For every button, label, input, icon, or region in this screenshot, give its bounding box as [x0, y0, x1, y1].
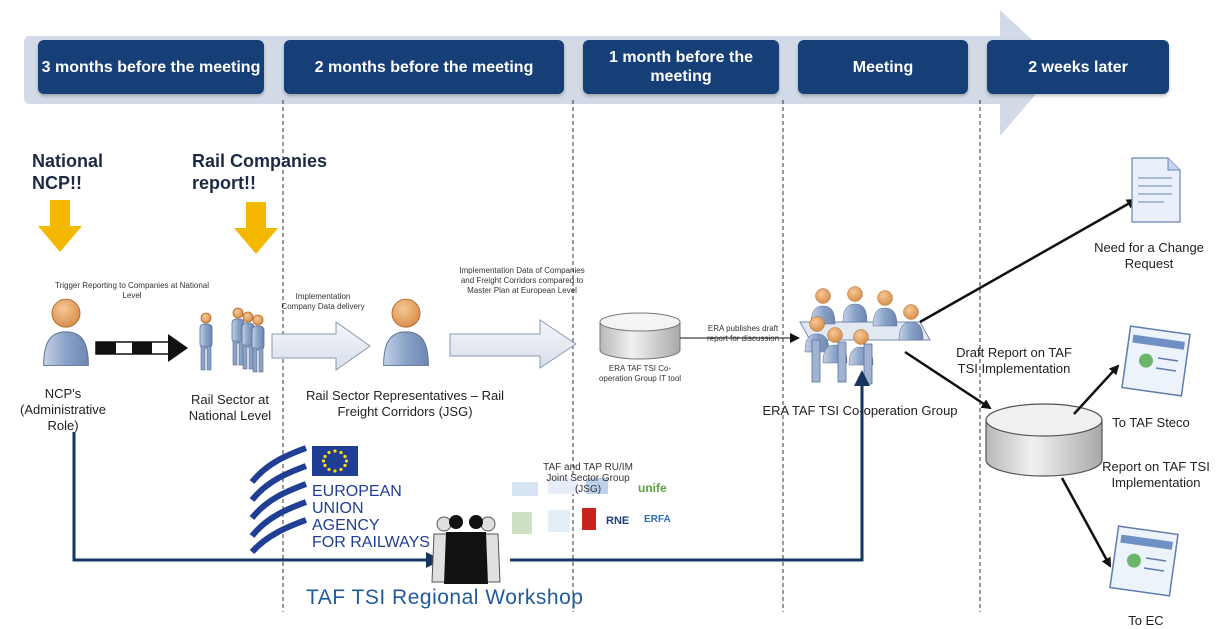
- era-tool-label: ERA TAF TSI Co-operation Group IT tool: [598, 364, 682, 383]
- rail-companies-callout: Rail Companies report!!: [192, 151, 328, 193]
- phase-2-months: 2 months before the meeting: [284, 40, 564, 94]
- eu-logo-line: EUROPEAN: [312, 483, 402, 500]
- trigger-note: Trigger Reporting to Companies at Nation…: [54, 281, 209, 300]
- rail-sector-reps-label: Rail Sector Representatives – Rail Freig…: [306, 388, 504, 419]
- phase-3-months: 3 months before the meeting: [38, 40, 264, 94]
- eu-logo-line: UNION: [312, 500, 364, 517]
- phase-2-weeks-later: 2 weeks later: [987, 40, 1169, 94]
- implementation-company-note: Implementation Company Data delivery: [281, 292, 365, 311]
- eu-logo-line: FOR RAILWAYS: [312, 534, 430, 551]
- rail-rep-person-icon: [383, 298, 429, 366]
- jsg-label: TAF and TAP RU/IM Joint Sector Group (JS…: [543, 462, 633, 495]
- arrow-to-taf-steco: [1073, 364, 1120, 415]
- rail-sector-national-label: Rail Sector at National Level: [188, 392, 272, 423]
- workshop-title: TAF TSI Regional Workshop: [306, 586, 584, 609]
- ncp-person-icon: [43, 298, 89, 366]
- svg-text:RNE: RNE: [606, 515, 629, 527]
- final-report-label: Report on TAF TSI Implementation: [1102, 459, 1210, 490]
- ncps-label: NCP's (Administrative Role): [20, 386, 106, 433]
- document-icon: [1131, 157, 1181, 223]
- era-publishes-note: ERA publishes draft report for discussio…: [706, 324, 780, 343]
- phase-1-month: 1 month before the meeting: [583, 40, 779, 94]
- yellow-down-arrow-icon: [234, 202, 278, 254]
- jsg-member-logos: unife RNE ERFA: [512, 478, 671, 534]
- web-window-icon: [1109, 525, 1179, 597]
- web-window-icon: [1121, 325, 1191, 397]
- database-icon: [599, 312, 681, 360]
- implementation-data-note: Implementation Data of Companies and Fre…: [459, 266, 585, 295]
- report-database-icon: [985, 403, 1103, 477]
- eu-logo-line: AGENCY: [312, 517, 380, 534]
- hollow-arrow-icon: [449, 319, 577, 369]
- change-request-label: Need for a Change Request: [1094, 240, 1204, 271]
- phase-meeting: Meeting: [798, 40, 968, 94]
- rail-sector-people-icon: [199, 307, 265, 373]
- national-ncp-callout: National NCP!!: [32, 151, 104, 193]
- meeting-group-icon: [799, 286, 931, 385]
- era-group-label: ERA TAF TSI Co-operation Group: [762, 403, 958, 418]
- arrow-to-ec: [1060, 477, 1112, 568]
- arrow-to-report: [904, 350, 992, 410]
- hollow-arrow-icon: [271, 321, 371, 371]
- eu-logo-text: EUROPEAN UNION AGENCY FOR RAILWAYS: [312, 483, 432, 551]
- yellow-down-arrow-icon: [38, 200, 82, 252]
- draft-report-label: Draft Report on TAF TSI Implementation: [956, 345, 1072, 376]
- to-taf-steco-label: To TAF Steco: [1112, 415, 1190, 430]
- svg-text:unife: unife: [638, 481, 667, 495]
- eu-agency-logo: [249, 445, 358, 555]
- striped-arrow-icon: [95, 334, 188, 362]
- workshop-flow-line: [72, 370, 870, 568]
- workshop-people-icon: [431, 515, 501, 584]
- to-ec-label: To EC: [1128, 613, 1164, 628]
- arrow-to-change-request: [919, 198, 1137, 324]
- svg-text:ERFA: ERFA: [644, 514, 671, 525]
